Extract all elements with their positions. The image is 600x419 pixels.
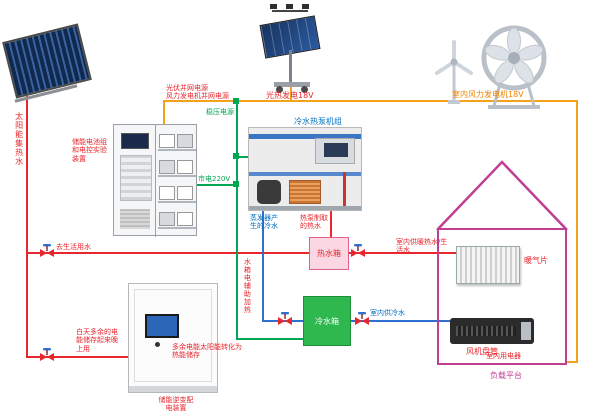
label-voltage-regulator: 稳压电源 <box>206 108 234 116</box>
fan-coil-unit <box>450 318 534 344</box>
junction-node-regulator <box>233 153 239 159</box>
power-drop-from-pv <box>290 84 292 101</box>
pv-wheel <box>301 86 308 93</box>
power-right-drop <box>576 100 578 363</box>
battery-box <box>159 186 175 200</box>
spotlight-icon <box>302 4 309 9</box>
heat-pump-control-panel <box>315 138 355 164</box>
cold-water-tank-label: 冷水箱 <box>315 316 339 326</box>
pv-light-bar <box>272 10 308 12</box>
axial-fan-icon <box>481 25 547 109</box>
label-tank-electric-heater: 水箱电辅助加热 <box>243 258 252 314</box>
heat-pump-screen <box>324 143 348 157</box>
label-pv-grid-power: 光伏并网电源 <box>166 84 208 92</box>
electric-line-to-heatpump <box>238 156 248 158</box>
label-heat-pump-unit: 冷水热泵机组 <box>294 117 342 126</box>
battery-cabinet <box>113 124 197 237</box>
heat-pump-frame-bar <box>249 134 361 139</box>
inverter-cabinet <box>128 283 218 393</box>
label-fan-coil: 风机盘管 <box>466 347 498 356</box>
label-surplus-to-heat: 多余电能太阳能转化为热能储存 <box>172 343 242 360</box>
inverter-button <box>155 342 160 347</box>
label-solar-hot-water: 太阳能集热水 <box>14 112 24 166</box>
inverter-base <box>129 386 217 392</box>
pipe-heatpump-to-hot-tank <box>330 211 332 238</box>
label-mains-power: 市电220V <box>198 175 231 183</box>
house-outline <box>437 228 567 365</box>
label-indoor-wind-generator: 室内风力发电机18V <box>452 90 524 99</box>
valve-icon <box>278 312 292 325</box>
battery-box <box>159 134 175 148</box>
pipe-domestic-hot-water <box>26 252 310 254</box>
power-bus-line <box>163 100 578 102</box>
inverter-door <box>134 289 212 382</box>
label-indoor-appliances: 室内用电器 <box>486 352 521 360</box>
wind-turbine-icon <box>435 40 473 104</box>
valve-icon <box>355 312 369 325</box>
inverter-screen <box>145 314 179 338</box>
hot-water-tank-label: 热水箱 <box>317 249 341 258</box>
pipe-cold-tank-to-house <box>351 320 450 322</box>
fan-coil-grille <box>456 326 516 336</box>
pipe-hot-tank-to-house <box>349 252 456 254</box>
battery-box <box>177 134 193 148</box>
pipe-evaporator-cold-down <box>262 211 264 321</box>
battery-box <box>177 212 193 226</box>
valve-icon <box>351 244 365 257</box>
label-heat-pump-hot-water: 热泵制取的热水 <box>300 214 328 231</box>
spotlight-icon <box>270 4 277 9</box>
electric-line-mains <box>197 184 236 186</box>
heat-pump-base <box>249 206 361 210</box>
electric-line-to-cold-tank <box>236 338 303 340</box>
label-wind-grid-power: 风力发电机并网电源 <box>166 92 229 100</box>
solar-collector-tubes <box>2 23 92 99</box>
spotlight-icon <box>286 4 293 9</box>
battery-box <box>159 212 175 226</box>
solar-collector <box>2 0 92 103</box>
heat-pump-pipe <box>343 172 346 206</box>
cabinet-button-panel <box>120 155 152 201</box>
battery-shelf <box>158 153 196 177</box>
compressor <box>257 180 281 204</box>
valve-icon <box>40 244 54 257</box>
junction-node-bus <box>233 98 239 104</box>
electric-line-vertical <box>236 100 238 340</box>
radiator <box>456 246 520 284</box>
pipe-solar-hot-water-down <box>26 96 28 358</box>
hot-water-tank: 热水箱 <box>309 237 349 270</box>
label-evaporator-cold-water: 蒸发器产生的冷水 <box>250 214 278 231</box>
label-battery-cabinet: 储能电池组和电控实验装置 <box>72 138 107 163</box>
label-radiator: 暖气片 <box>524 256 548 265</box>
cold-water-tank: 冷水箱 <box>303 296 351 346</box>
battery-box <box>177 186 193 200</box>
label-pv-generation: 光热发电18V <box>266 91 314 100</box>
battery-box <box>177 160 193 174</box>
battery-shelf <box>158 127 196 151</box>
house-roof <box>436 160 568 231</box>
battery-cabinet-control-bay <box>114 125 156 237</box>
battery-shelf <box>158 179 196 203</box>
heat-pump-unit <box>248 127 362 211</box>
fan-coil-end-cap <box>521 322 531 340</box>
pv-mast <box>289 50 292 82</box>
pv-wheel <box>276 86 283 93</box>
pv-base <box>274 82 310 87</box>
power-drop-to-battery-cabinet <box>163 100 165 126</box>
label-indoor-heating-water: 室内供暖热水/生活水 <box>396 238 448 255</box>
label-to-domestic-water: 去生活用水 <box>56 243 91 251</box>
junction-node-mains <box>233 181 239 187</box>
label-indoor-cold-water: 室内供冷水 <box>370 309 405 317</box>
cabinet-display <box>121 133 149 149</box>
label-daytime-storage: 白天多余的电能储存起来晚上用 <box>76 328 118 353</box>
cabinet-vent <box>120 209 150 229</box>
heat-exchanger-coil <box>289 180 321 204</box>
pipe-bottom-left-hot-water <box>26 356 128 358</box>
valve-icon <box>40 348 54 361</box>
power-house-entry <box>565 361 578 363</box>
label-load-platform: 负载平台 <box>490 371 522 380</box>
label-inverter-cabinet: 储能逆变配电装置 <box>158 396 194 413</box>
battery-box <box>159 160 175 174</box>
battery-shelf <box>158 205 196 229</box>
heat-pump-frame-bar <box>249 172 361 176</box>
